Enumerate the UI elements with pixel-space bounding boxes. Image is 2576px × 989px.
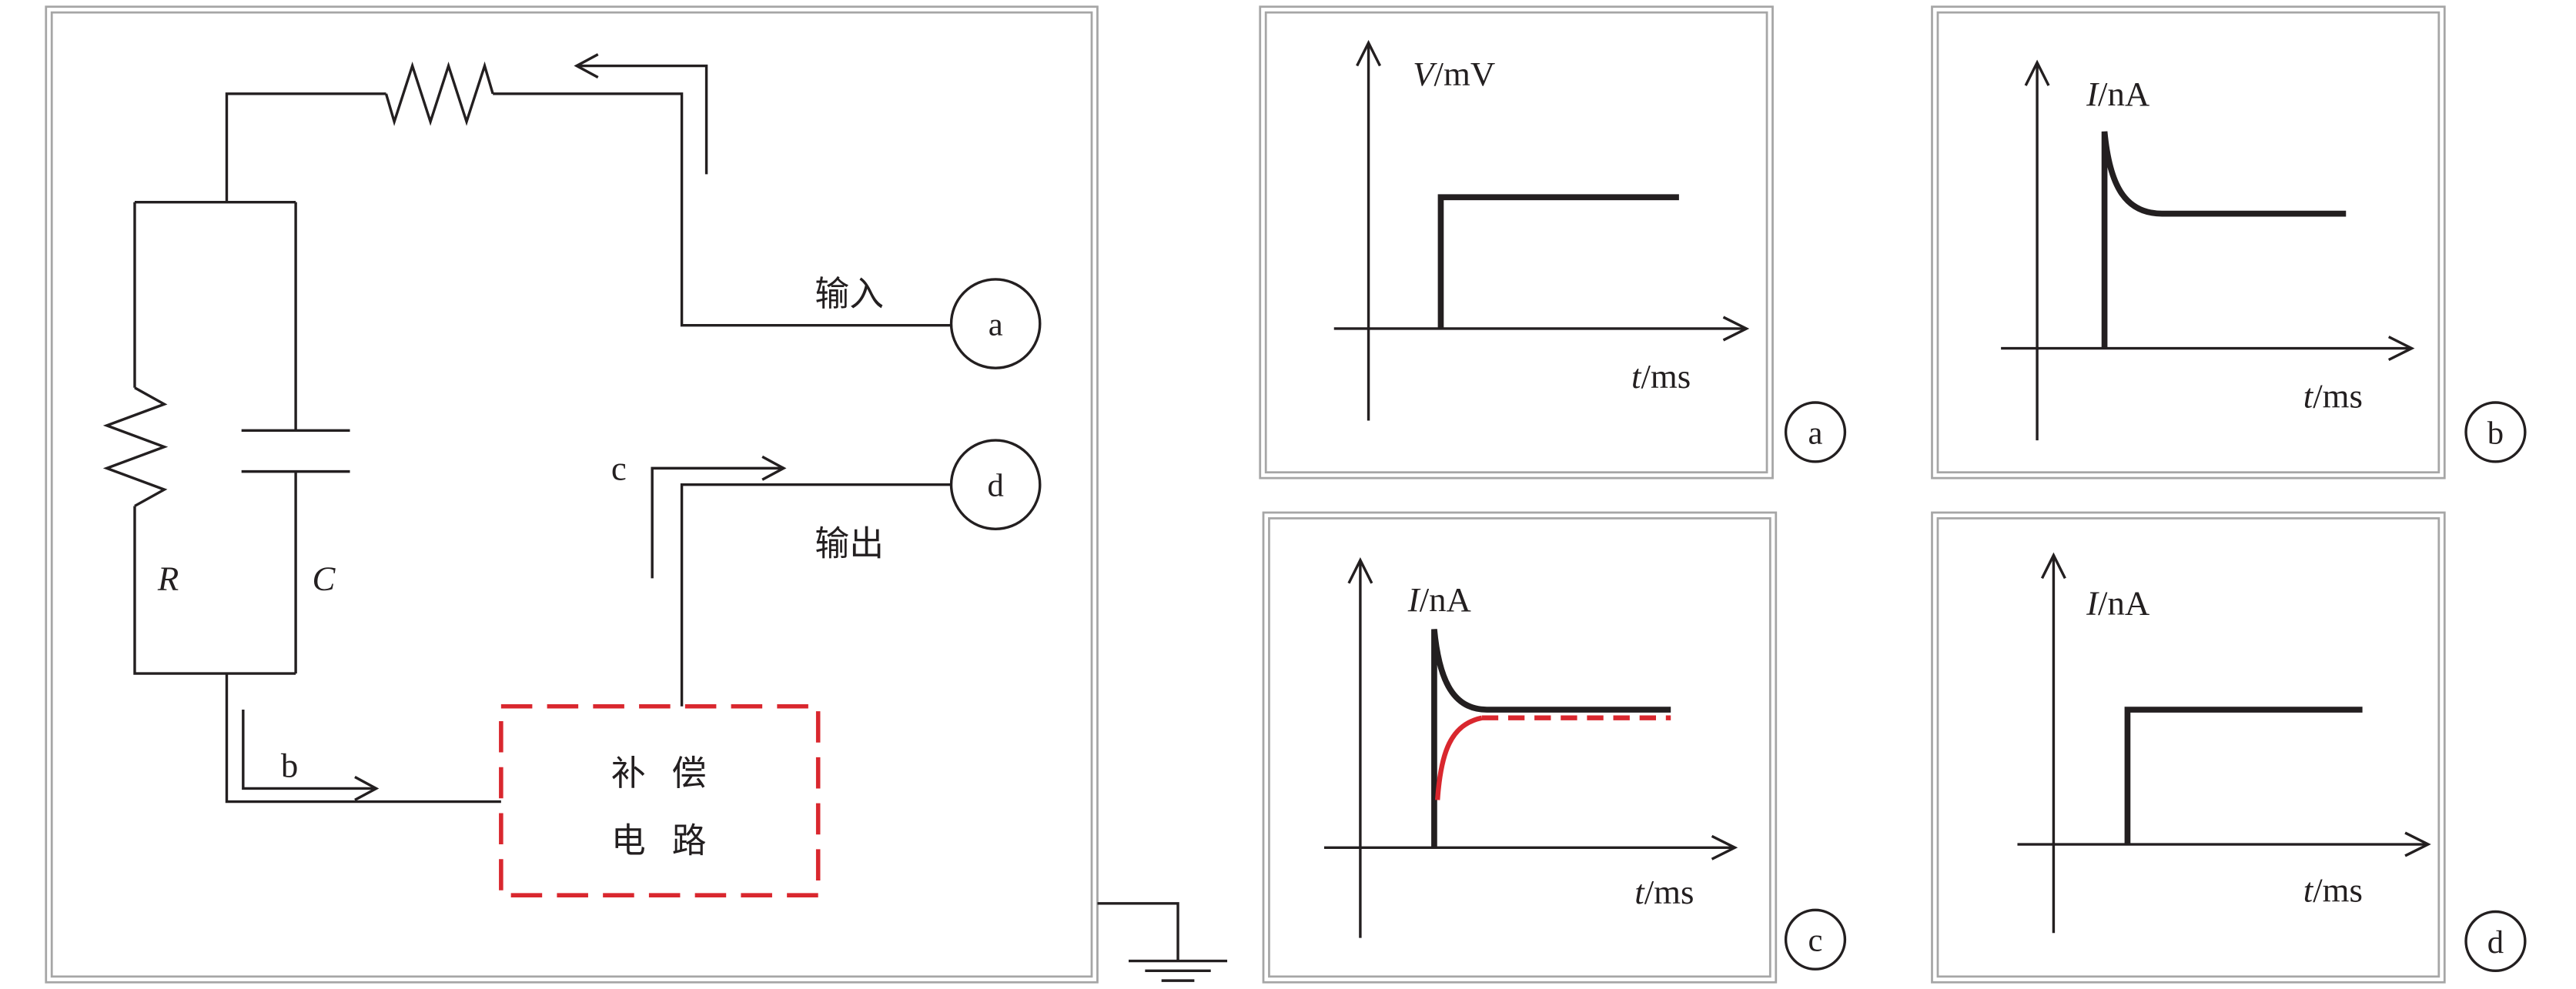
arrow-b-head [354, 776, 380, 801]
output-label: 输出 [815, 523, 884, 563]
graph-a-badge [1784, 401, 1847, 463]
graph-c-x-axis-label: t/ms [1634, 873, 1694, 911]
input-label: 输入 [815, 273, 884, 314]
graph-c-current-trace [1431, 629, 1671, 848]
graph-c-frame-outer [1262, 511, 1778, 984]
graph-b-y-arrowhead [2024, 59, 2050, 86]
graph-d-frame-outer [1931, 511, 2446, 984]
graph-d-x-arrowhead [2404, 831, 2431, 857]
arrow-c-head [761, 455, 787, 481]
arrow-b-shaft [242, 710, 375, 790]
graph-c-badge [1784, 908, 1847, 971]
graph-b-frame-inner [1936, 11, 2441, 474]
graph-a-x-axis-label: t/ms [1631, 357, 1691, 396]
graph-a-badge-label: a [1808, 415, 1823, 451]
wire-to-compensation [225, 673, 501, 804]
graph-d-y-variable: I [2086, 583, 2099, 622]
graph-a-frame-inner [1264, 11, 1768, 474]
graph-d-y-unit: /nA [2098, 583, 2150, 622]
graph-b-badge [2464, 401, 2527, 463]
wire-input [493, 92, 952, 327]
graph-d-y-arrowhead [2040, 552, 2066, 580]
membrane-resistor-symbol [102, 386, 169, 507]
graph-c-compensation-curve [1434, 715, 1483, 800]
resistor-label: R [157, 559, 179, 597]
graph-a-x-unit: /ms [1641, 357, 1691, 396]
graph-b-current-trace [2101, 131, 2347, 349]
graph-c-y-variable: I [1407, 580, 1421, 619]
graph-c-panel: I/nA t/ms [1262, 511, 1778, 984]
graph-d-current-step [2124, 707, 2363, 845]
compensation-label-line1: 补偿 [611, 753, 733, 794]
input-arrowhead [574, 53, 599, 79]
graph-b-y-axis-label: I/nA [2086, 75, 2150, 113]
graph-a-x-variable: t [1631, 357, 1642, 396]
wire-r-lower [133, 506, 296, 675]
graph-b-x-arrowhead [2387, 336, 2415, 362]
graph-c-y-unit: /nA [1420, 580, 1472, 619]
graph-d-panel: I/nA t/ms [1931, 511, 2446, 984]
graph-c-x-variable: t [1634, 873, 1645, 911]
arrow-c-label: c [611, 449, 627, 487]
wire-output [680, 483, 952, 707]
graph-a-y-arrowhead [1356, 39, 1382, 67]
circuit-frame-inner [50, 11, 1093, 978]
terminal-a-circle [949, 278, 1042, 369]
capacitor-label: C [312, 559, 336, 597]
graph-a-voltage-step [1437, 194, 1679, 329]
graph-b-x-axis-label: t/ms [2303, 376, 2363, 415]
ground-symbol [1097, 902, 1228, 982]
graph-d-frame-inner [1936, 517, 2441, 978]
graph-c-y-axis-label: I/nA [1407, 580, 1472, 619]
terminal-a-label: a [989, 307, 1003, 343]
graph-a-x-arrowhead [1722, 316, 1750, 342]
graph-d-y-axis-label: I/nA [2086, 583, 2150, 622]
compensation-label-line2: 电路 [611, 820, 733, 861]
graph-c-badge-label: c [1808, 923, 1823, 959]
graph-d-x-unit: /ms [2313, 871, 2363, 910]
arrow-c-shaft [651, 466, 782, 579]
arrow-b-label: b [281, 747, 298, 785]
series-resistor-symbol [384, 61, 494, 126]
graph-d-x-axis-label: t/ms [2303, 871, 2363, 910]
compensation-circuit-box [499, 704, 821, 897]
graph-c-frame-inner [1268, 517, 1771, 978]
circuit-frame-outer [45, 5, 1099, 984]
graph-d-x-variable: t [2303, 871, 2314, 910]
graph-d-badge [2464, 910, 2527, 973]
terminal-d-circle [949, 439, 1042, 531]
graph-a-panel: V/mV t/ms [1259, 5, 1774, 479]
graph-a-y-variable: V [1413, 55, 1437, 93]
graph-c-x-unit: /ms [1644, 873, 1694, 911]
graph-b-frame-outer [1931, 5, 2446, 479]
graph-c-y-arrowhead [1347, 557, 1373, 584]
graph-a-y-unit: /mV [1434, 55, 1496, 93]
terminal-d-label: d [987, 468, 1003, 504]
graph-b-x-unit: /ms [2313, 376, 2363, 415]
circuit-panel: R C b 补偿 电路 c a d 输入 输出 [45, 5, 1099, 984]
graph-b-x-variable: t [2303, 376, 2314, 415]
graph-a-frame-outer [1259, 5, 1774, 479]
wire-top-left [225, 92, 386, 202]
graph-d-badge-label: d [2487, 924, 2504, 961]
graph-c-x-arrowhead [1711, 834, 1738, 860]
graph-b-y-unit: /nA [2098, 75, 2150, 113]
graph-a-y-axis-label: V/mV [1413, 55, 1495, 93]
graph-b-badge-label: b [2487, 415, 2504, 451]
input-arrow-shaft [578, 64, 708, 175]
graph-b-y-variable: I [2086, 75, 2099, 113]
graph-b-panel: I/nA t/ms [1931, 5, 2446, 479]
ground-wire [1097, 902, 1179, 961]
